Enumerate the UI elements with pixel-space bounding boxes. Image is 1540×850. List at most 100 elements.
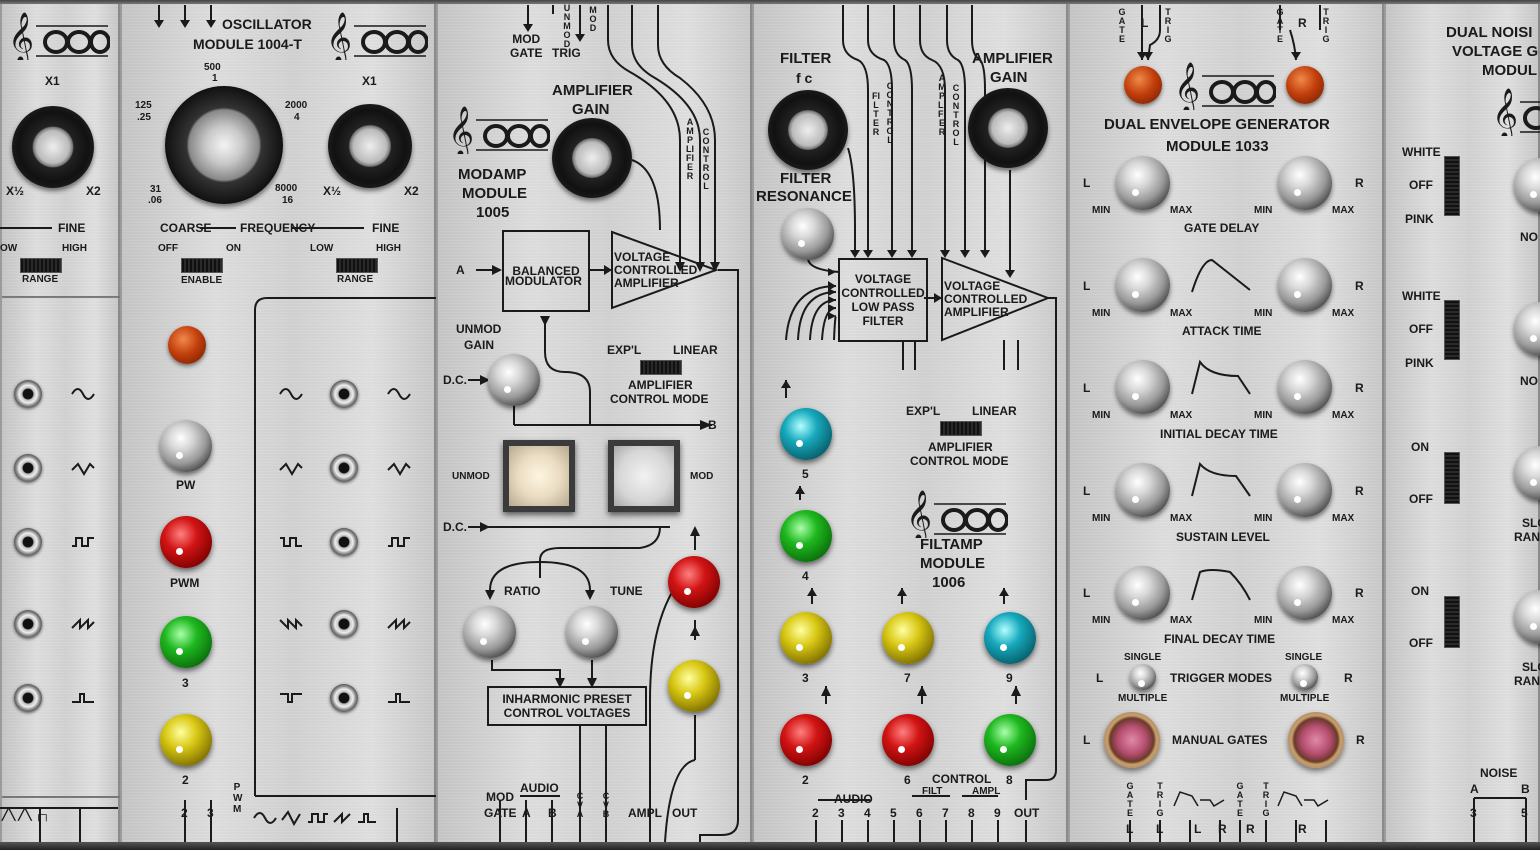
fa-amp-gain-knob[interactable] bbox=[968, 88, 1048, 168]
resonance-knob[interactable] bbox=[782, 208, 834, 260]
vclpf-line4: FILTER bbox=[862, 314, 904, 328]
knob-6[interactable] bbox=[882, 714, 934, 766]
label-enable: ENABLE bbox=[181, 275, 223, 286]
bottom-out-fa: OUT bbox=[1014, 806, 1040, 820]
env-row2-max-l: MAX bbox=[1170, 308, 1193, 319]
pink-2: PINK bbox=[1405, 356, 1434, 370]
sine-wave-icon bbox=[279, 388, 303, 400]
coarse-frequency-knob[interactable] bbox=[165, 86, 283, 204]
knob-3-fa[interactable] bbox=[780, 612, 832, 664]
knob-5[interactable] bbox=[780, 408, 832, 460]
attack-knob-right[interactable] bbox=[1278, 258, 1332, 312]
filter-fc-knob[interactable] bbox=[768, 90, 848, 170]
attack-knob-left[interactable] bbox=[1116, 258, 1170, 312]
jack-left-3[interactable] bbox=[14, 528, 42, 556]
label-audio-fa: AUDIO bbox=[834, 792, 873, 806]
svg-text:𝄞: 𝄞 bbox=[448, 106, 474, 154]
sawtooth-wave-icon bbox=[71, 617, 95, 631]
jack-sine[interactable] bbox=[330, 380, 358, 408]
knob-8[interactable] bbox=[984, 714, 1036, 766]
attack-curve-icon bbox=[1191, 258, 1251, 293]
jack-left-2[interactable] bbox=[14, 454, 42, 482]
jack-triangle[interactable] bbox=[330, 454, 358, 482]
fa-amp-mode-switch[interactable] bbox=[940, 421, 982, 436]
pw-knob[interactable] bbox=[160, 420, 212, 472]
amp-gain-knob[interactable] bbox=[552, 118, 632, 198]
no-a-1: NO bbox=[1520, 230, 1538, 244]
sh-switch-2[interactable] bbox=[1444, 596, 1460, 648]
triangle-wave-icon bbox=[279, 462, 303, 476]
jack-square[interactable] bbox=[330, 528, 358, 556]
label-mod-gate: MOD GATE bbox=[510, 32, 542, 60]
env-gate-l: GATE bbox=[1118, 7, 1126, 44]
jack-sawtooth[interactable] bbox=[330, 610, 358, 638]
sustain-knob-left[interactable] bbox=[1116, 463, 1170, 517]
gate-delay-knob-right[interactable] bbox=[1278, 156, 1332, 210]
off-4: OFF bbox=[1409, 636, 1433, 650]
knob-2[interactable] bbox=[160, 714, 212, 766]
jack-left-1[interactable] bbox=[14, 380, 42, 408]
initial-decay-knob-left[interactable] bbox=[1116, 360, 1170, 414]
scale-06: .06 bbox=[148, 195, 162, 206]
fa-vca-3: AMPLIFIER bbox=[944, 305, 1009, 319]
modamp-yellow-knob[interactable] bbox=[668, 660, 720, 712]
env-row2-min-r: MIN bbox=[1254, 308, 1273, 319]
fa-amp-gain-1: AMPLIFIER bbox=[972, 50, 1053, 67]
scale-125: 125 bbox=[135, 100, 152, 111]
amplifier-vert-2: AMPLIFIER bbox=[938, 73, 946, 137]
trigger-mode-switch-right[interactable] bbox=[1292, 664, 1318, 690]
final-decay-knob-right[interactable] bbox=[1278, 566, 1332, 620]
label-9: 9 bbox=[1006, 671, 1013, 685]
unmod-button[interactable] bbox=[503, 440, 575, 512]
tune-knob[interactable] bbox=[566, 606, 618, 658]
env-bottom-r3: R bbox=[1298, 822, 1307, 836]
unmod-gain-2: GAIN bbox=[464, 338, 494, 352]
final-decay-label: FINAL DECAY TIME bbox=[1164, 632, 1276, 646]
jack-pulse[interactable] bbox=[330, 684, 358, 712]
env-row4-max-l: MAX bbox=[1170, 513, 1193, 524]
initial-decay-knob-right[interactable] bbox=[1278, 360, 1332, 414]
output-3: 3 bbox=[207, 806, 214, 820]
knob-9[interactable] bbox=[984, 612, 1036, 664]
knob-4[interactable] bbox=[780, 510, 832, 562]
noise-bottom-3: 3 bbox=[1470, 806, 1477, 820]
knob-3[interactable] bbox=[160, 616, 212, 668]
final-decay-knob-left[interactable] bbox=[1116, 566, 1170, 620]
amp-mode-switch[interactable] bbox=[640, 360, 682, 375]
manual-gate-right[interactable] bbox=[1288, 712, 1344, 768]
attack-time-label: ATTACK TIME bbox=[1182, 324, 1262, 338]
manual-gate-left[interactable] bbox=[1104, 712, 1160, 768]
gate-delay-knob-left[interactable] bbox=[1116, 156, 1170, 210]
fine-knob-left[interactable] bbox=[12, 106, 94, 188]
ratio-knob[interactable] bbox=[464, 606, 516, 658]
trigger-modes-label: TRIGGER MODES bbox=[1170, 671, 1273, 685]
mod-button[interactable] bbox=[608, 440, 680, 512]
pwm-knob[interactable] bbox=[160, 516, 212, 568]
svg-text:𝄞: 𝄞 bbox=[1492, 88, 1518, 136]
noise-color-switch-1[interactable] bbox=[1444, 156, 1460, 216]
mod-gate-text: MOD GATE bbox=[510, 32, 543, 60]
enable-switch[interactable] bbox=[181, 258, 223, 273]
range-switch-left[interactable] bbox=[20, 258, 62, 273]
pulse-wave-icon bbox=[72, 693, 94, 703]
modamp-red-knob[interactable] bbox=[668, 556, 720, 608]
vca-line3: AMPLIFIER bbox=[614, 276, 679, 290]
label-high: HIGH bbox=[376, 243, 401, 254]
trigger-mode-switch-left[interactable] bbox=[1130, 664, 1156, 690]
knob-7[interactable] bbox=[882, 612, 934, 664]
jack-left-5[interactable] bbox=[14, 684, 42, 712]
knob-2-fa[interactable] bbox=[780, 714, 832, 766]
sustain-knob-right[interactable] bbox=[1278, 463, 1332, 517]
env-row5-max-l: MAX bbox=[1170, 615, 1193, 626]
unmod-gain-knob[interactable] bbox=[488, 354, 540, 406]
env-row5-max-r: MAX bbox=[1332, 615, 1355, 626]
sustain-curve-icon bbox=[1191, 461, 1251, 497]
bottom-9: 9 bbox=[994, 806, 1001, 820]
fa-acm-2: CONTROL MODE bbox=[910, 454, 1009, 468]
noise-color-switch-2[interactable] bbox=[1444, 300, 1460, 360]
range-switch-right[interactable] bbox=[336, 258, 378, 273]
jack-left-4[interactable] bbox=[14, 610, 42, 638]
fine-knob-right[interactable] bbox=[328, 104, 412, 188]
sh-switch-1[interactable] bbox=[1444, 452, 1460, 504]
sl-1b: RANI bbox=[1514, 530, 1540, 544]
